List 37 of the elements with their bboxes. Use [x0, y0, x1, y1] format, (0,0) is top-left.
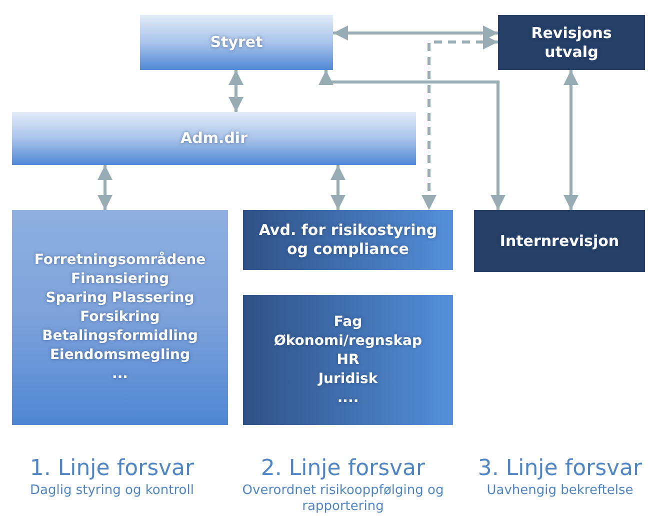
- connector-arrow: [333, 26, 498, 40]
- node-label: Revisjons utvalg: [530, 24, 613, 62]
- node-label: Økonomi/regnskap: [274, 332, 422, 350]
- process-box: [474, 210, 645, 272]
- node-label: HR: [336, 350, 360, 370]
- node-label: Styret: [210, 33, 263, 52]
- connector-arrow: [318, 70, 506, 210]
- node-label: ...: [112, 365, 128, 384]
- node-label: Internrevisjon: [500, 232, 620, 250]
- heading-text: 3. Linje forsvar: [478, 455, 642, 483]
- process-box: [243, 210, 453, 270]
- node-label: Fag: [334, 312, 362, 332]
- node-label: Finansiering: [70, 270, 170, 289]
- node-label: Sparing Plassering: [46, 289, 194, 308]
- process-box: [243, 295, 453, 425]
- connector-arrow: [422, 34, 498, 210]
- node-label: Forsikring: [80, 308, 160, 327]
- node-label: Eiendomsmegling: [50, 346, 190, 365]
- connector-arrow: [330, 165, 346, 210]
- connector-arrow: [98, 165, 112, 210]
- node-label: Forretningsområdene: [34, 251, 206, 270]
- node-label: Avd. for risikostyring og compliance: [258, 221, 438, 259]
- process-box: [12, 210, 228, 425]
- node-label: ....: [337, 388, 359, 408]
- process-box: [140, 15, 333, 70]
- connector-arrow: [228, 70, 244, 112]
- process-box: [12, 112, 416, 165]
- connector-arrow: [564, 70, 578, 210]
- subtitle-text: Uavhengig bekreftelse: [486, 483, 634, 499]
- subtitle-text: Overordnet risikooppfølging og rapportering: [241, 483, 445, 515]
- node-label: Betalingsformidling: [42, 327, 198, 346]
- process-box: [498, 15, 645, 70]
- heading-text: 2. Linje forsvar: [260, 455, 426, 483]
- node-label: Adm.dir: [180, 129, 248, 148]
- subtitle-text: Daglig styring og kontroll: [30, 483, 194, 499]
- heading-text: 1. Linje forsvar: [30, 455, 194, 483]
- node-label: Juridisk: [318, 370, 378, 388]
